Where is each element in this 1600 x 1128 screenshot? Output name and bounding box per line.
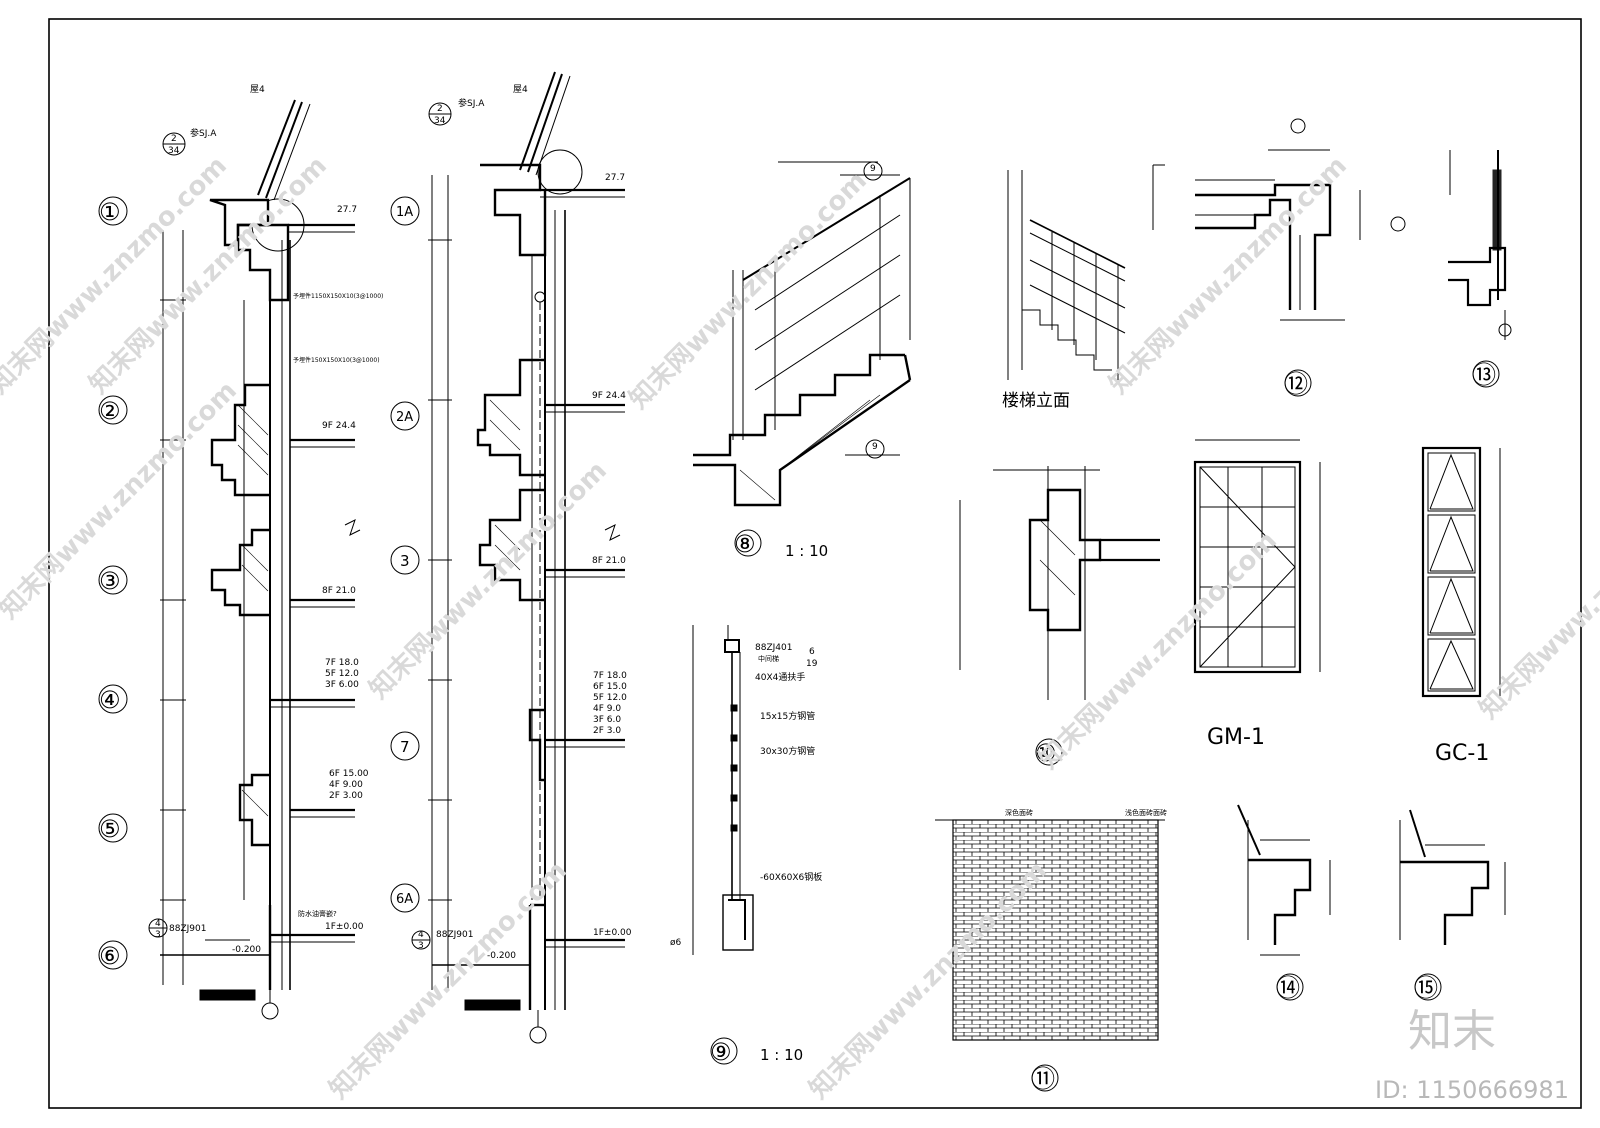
floor-elev: 6F 15.00 — [329, 769, 369, 779]
railing-note: 30x30方钢管 — [760, 745, 815, 757]
outdoor-elev: -0.200 — [487, 951, 516, 961]
axis-circles-a — [98, 196, 128, 970]
index-num: 2 — [437, 104, 443, 114]
floor-elev: 9F 24.4 — [322, 421, 356, 431]
ref-note: 88ZJ901 — [436, 930, 473, 940]
index-num: 34 — [168, 146, 180, 156]
detail-10 — [959, 466, 1160, 766]
watermark-text: 知末网www.znzmo.com — [0, 376, 243, 625]
detail-number: ⑫ — [1284, 370, 1308, 398]
axis-label: ① — [99, 198, 121, 226]
section-mark: 9 — [870, 164, 876, 174]
axis-label: ⑤ — [99, 815, 121, 843]
detail-scale: 1 : 10 — [760, 1046, 803, 1064]
index-num: 19 — [806, 659, 818, 669]
wall-section-a — [98, 99, 361, 1020]
detail-12 — [1152, 118, 1406, 397]
index-num: 3 — [155, 930, 161, 940]
index-num: 3 — [418, 941, 424, 951]
detail-scale: 1 : 10 — [785, 542, 828, 560]
railing-note: 中间梯 — [758, 654, 779, 663]
railing-note: -60X60X6钢板 — [760, 871, 822, 883]
floor-elev: 4F 9.0 — [593, 704, 621, 714]
axis-label: 1A — [396, 205, 413, 220]
waterproof-note: 防水油膏嵌? — [298, 909, 337, 918]
detail-15 — [1399, 809, 1506, 1001]
window-label: GC-1 — [1435, 741, 1489, 766]
sheet-border — [48, 18, 1582, 1109]
detail-number: ⑨ — [710, 1038, 732, 1066]
elevation-roof: 27.7 — [337, 205, 357, 215]
diameter-note: ø6 — [670, 938, 682, 948]
floor-elev: 5F 12.0 — [325, 669, 359, 679]
railing-note: 88ZJ401 — [755, 643, 792, 653]
detail-number: ⑮ — [1414, 974, 1438, 1002]
roof-note: 屋4 — [513, 84, 528, 95]
floor-elev: 8F 21.0 — [322, 586, 356, 596]
detail-number: ⑬ — [1472, 361, 1496, 389]
door-label: GM-1 — [1207, 725, 1265, 750]
section-mark: 9 — [872, 442, 878, 452]
wall-section-b — [390, 71, 625, 1044]
brick-note: 浅色面砖面砖 — [1125, 808, 1167, 817]
axis-label: 2A — [396, 410, 413, 425]
railing-note: 15x15方钢管 — [760, 710, 815, 722]
floor-elev: 3F 6.00 — [325, 680, 359, 690]
stair-elevation — [1007, 170, 1126, 380]
floor-elev: 7F 18.0 — [593, 671, 627, 681]
elevation-roof: 27.7 — [605, 173, 625, 183]
axis-label: ④ — [99, 686, 121, 714]
floor-elev: 7F 18.0 — [325, 658, 359, 668]
embed-note: 予埋件1150X150X10(3@1000) — [293, 292, 383, 300]
floor-elev: 6F 15.0 — [593, 682, 627, 692]
detail-9-railing — [692, 625, 754, 1065]
detail-11-brick — [935, 819, 1165, 1092]
floor-elev: 5F 12.0 — [593, 693, 627, 703]
brick-note: 深色面砖 — [1005, 808, 1033, 817]
stair-elevation-title: 楼梯立面 — [1002, 391, 1070, 411]
floor-elev: 8F 21.0 — [592, 556, 626, 566]
index-num: 34 — [434, 116, 446, 126]
roof-note: 屋4 — [250, 84, 265, 95]
floor-elev: 2F 3.00 — [329, 791, 363, 801]
detail-number: ⑪ — [1031, 1065, 1055, 1093]
ground-elev: 1F±0.00 — [593, 928, 632, 938]
door-gm-1 — [1193, 439, 1321, 674]
detail-14 — [1237, 804, 1331, 1001]
detail-number: ⑭ — [1276, 974, 1300, 1002]
brand-logo: 知末 — [1408, 1006, 1496, 1057]
railing-note: 40X4通扶手 — [755, 671, 805, 683]
axis-label: ② — [99, 397, 121, 425]
watermark-text: 知末网www.znzmo.com — [364, 456, 613, 705]
axis-label: 6A — [396, 892, 413, 907]
embed-note: 予埋件150X150X10(3@1000) — [293, 356, 380, 364]
index-num: 4 — [418, 930, 424, 940]
outdoor-elev: -0.200 — [232, 945, 261, 955]
axis-circles-b — [390, 196, 420, 913]
detail-number: ⑧ — [734, 530, 756, 558]
index-num: 2 — [171, 134, 177, 144]
index-num: 6 — [809, 647, 815, 657]
axis-label: 3 — [400, 552, 410, 570]
ref-note: 参SJ.A — [458, 97, 485, 109]
detail-number: ⑩ — [1035, 739, 1057, 767]
axis-label: ③ — [99, 567, 121, 595]
ref-note: 88ZJ901 — [169, 924, 206, 934]
ref-note: 参SJ.A — [190, 127, 217, 139]
axis-label: 7 — [400, 738, 410, 756]
id-label: ID: 1150666981 — [1375, 1076, 1569, 1104]
detail-8-stair — [693, 161, 912, 557]
floor-elev: 9F 24.4 — [592, 391, 626, 401]
floor-elev: 4F 9.00 — [329, 780, 363, 790]
detail-13 — [1448, 150, 1512, 388]
ground-elev: 1F±0.00 — [325, 922, 364, 932]
window-gc-1 — [1421, 446, 1501, 698]
index-num: 4 — [155, 919, 161, 929]
axis-label: ⑥ — [99, 942, 121, 970]
floor-elev: 3F 6.0 — [593, 715, 621, 725]
watermarks: 知末网www.znzmo.com 知末网www.znzmo.com 知末网www… — [0, 151, 1600, 1105]
floor-elev: 2F 3.0 — [593, 726, 621, 736]
